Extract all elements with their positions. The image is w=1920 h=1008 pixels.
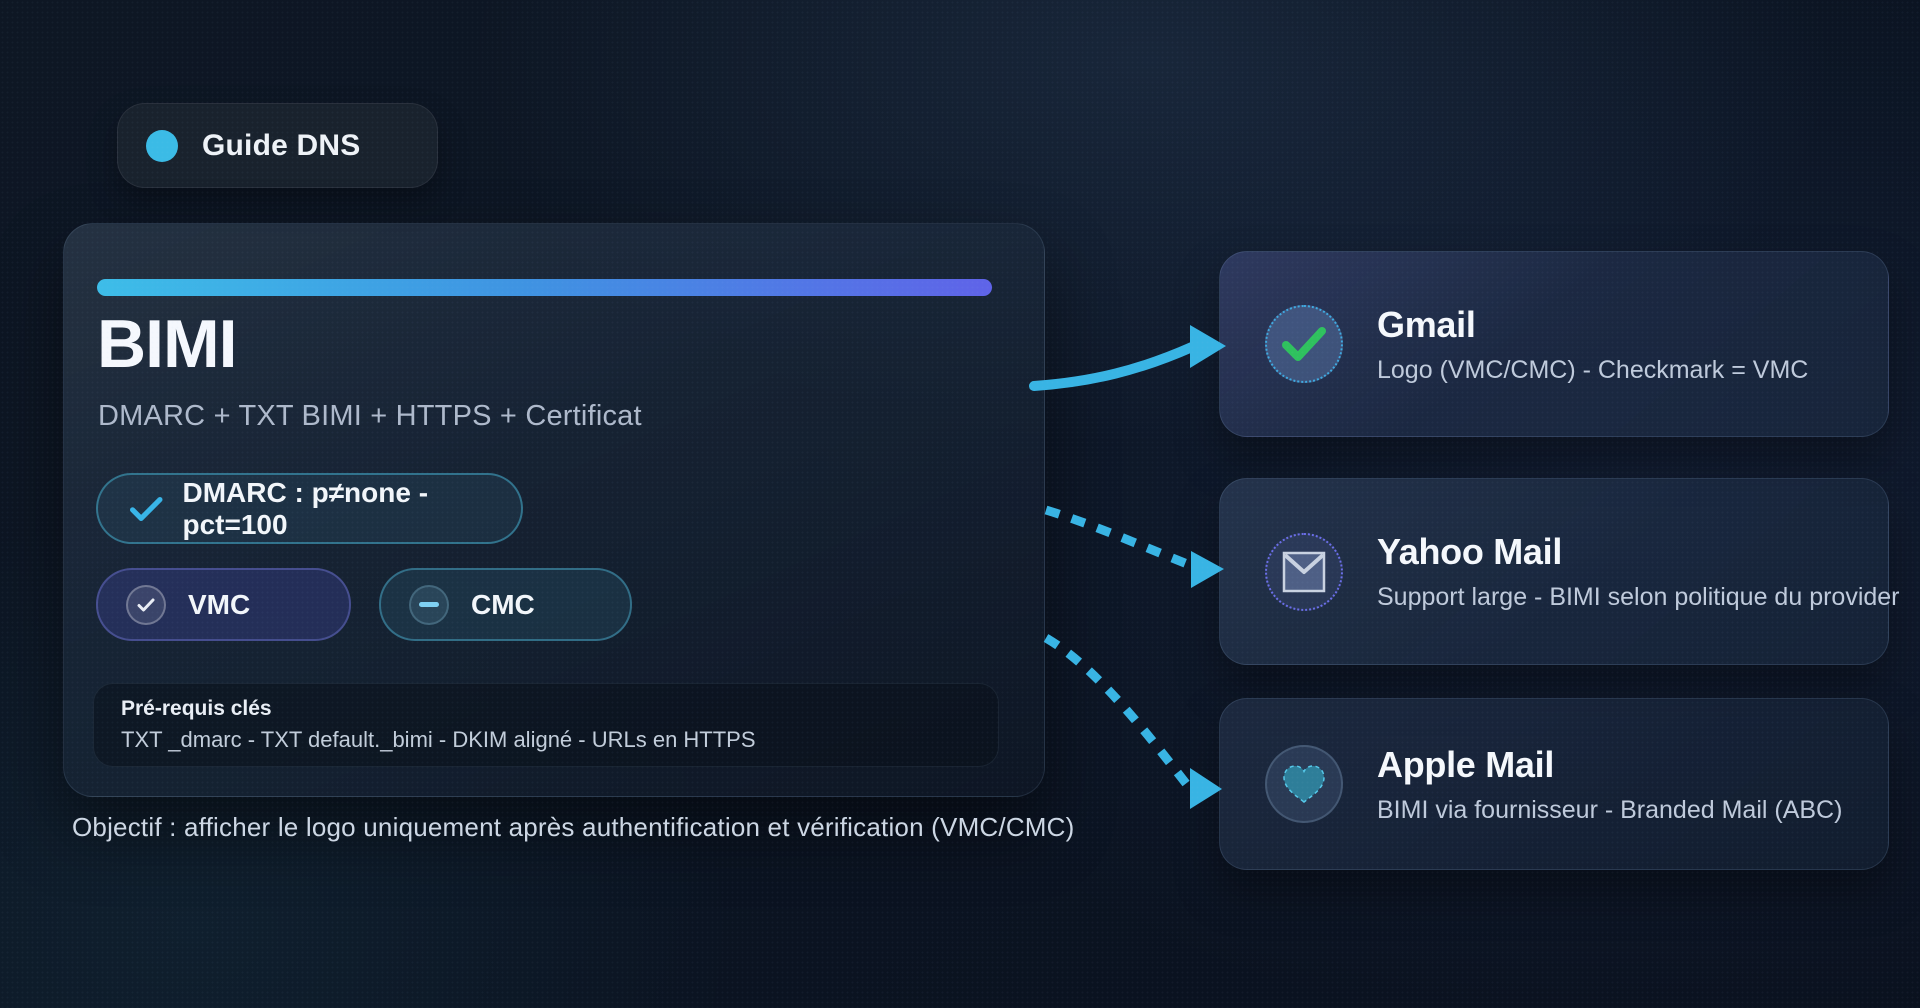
prerequisites-items: TXT _dmarc - TXT default._bimi - DKIM al… <box>121 727 756 752</box>
provider-title: Apple Mail <box>1377 743 1555 785</box>
check-circle-icon <box>1265 305 1343 383</box>
check-icon <box>130 496 163 521</box>
arrow-to-gmail <box>1029 325 1226 391</box>
provider-description: BIMI via fournisseur - Branded Mail (ABC… <box>1377 795 1843 824</box>
heart-glyph <box>1283 765 1325 803</box>
vmc-badge: VMC <box>96 568 351 641</box>
envelope-glyph <box>1282 551 1326 592</box>
provider-description: Logo (VMC/CMC) - Checkmark = VMC <box>1377 355 1809 384</box>
envelope-icon <box>1265 532 1343 611</box>
arrow-to-yahoo <box>1044 505 1224 588</box>
heart-icon <box>1265 745 1343 823</box>
cyan-dot-icon <box>146 129 178 162</box>
check-circle-icon <box>126 584 166 625</box>
bimi-title: BIMI <box>97 306 238 382</box>
arrow-to-apple <box>1043 634 1222 809</box>
green-check-icon <box>1282 327 1326 361</box>
prerequisites-title: Pré-requis clés <box>121 697 272 720</box>
vmc-label: VMC <box>188 588 251 620</box>
dmarc-status-label: DMARC : p≠none - pct=100 <box>182 476 429 540</box>
minus-icon <box>419 602 439 607</box>
minus-circle-icon <box>409 584 449 625</box>
guide-dns-label: Guide DNS <box>202 128 361 162</box>
objective-text: Objectif : afficher le logo uniquement a… <box>72 812 1075 842</box>
guide-dns-badge: Guide DNS <box>117 103 438 188</box>
gmail-card: Gmail Logo (VMC/CMC) - Checkmark = VMC <box>1219 251 1889 437</box>
certificate-badges-row: VMC CMC <box>96 568 632 641</box>
bimi-subtitle: DMARC + TXT BIMI + HTTPS + Certificat <box>98 400 642 432</box>
provider-description: Support large - BIMI selon politique du … <box>1377 583 1900 611</box>
check-icon <box>137 598 155 611</box>
arrowhead-icon <box>1190 768 1222 809</box>
yahoo-mail-card: Yahoo Mail Support large - BIMI selon po… <box>1219 478 1900 665</box>
apple-mail-card: Apple Mail BIMI via fournisseur - Brande… <box>1219 698 1889 870</box>
prerequisites-box: Pré-requis clés TXT _dmarc - TXT default… <box>93 683 999 767</box>
cmc-badge: CMC <box>379 568 632 641</box>
provider-title: Yahoo Mail <box>1377 531 1563 572</box>
gradient-bar <box>97 279 992 296</box>
cmc-label: CMC <box>471 588 535 620</box>
bimi-card: BIMI DMARC + TXT BIMI + HTTPS + Certific… <box>63 223 1045 797</box>
provider-title: Gmail <box>1377 303 1476 345</box>
dmarc-status-pill: DMARC : p≠none - pct=100 <box>96 473 523 544</box>
